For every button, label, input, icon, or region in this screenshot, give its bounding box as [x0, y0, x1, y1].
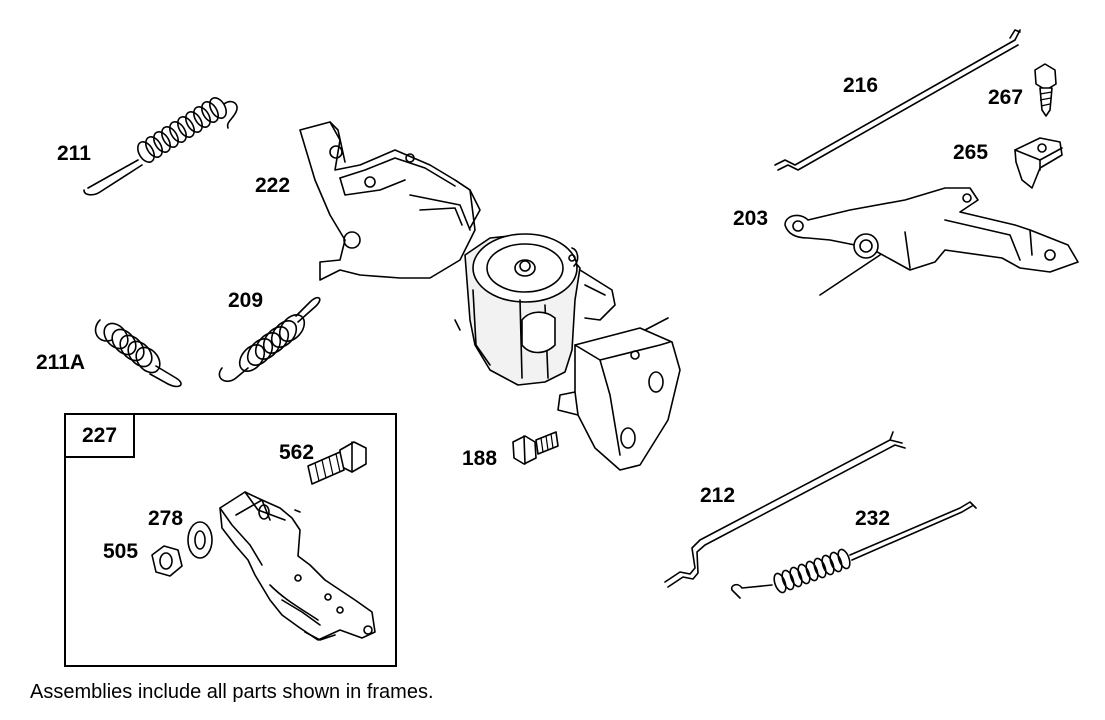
- label-232: 232: [855, 507, 891, 530]
- part-222-bracket: [299, 121, 481, 281]
- part-212-rod: [664, 431, 906, 588]
- part-lower-bracket: [557, 317, 681, 471]
- label-562: 562: [279, 441, 315, 464]
- part-505-nut: [151, 545, 183, 577]
- part-278-washer: [187, 521, 213, 559]
- assembly-frame-227: [64, 413, 397, 667]
- label-209: 209: [228, 289, 264, 312]
- part-562-bolt: [307, 441, 367, 485]
- part-209-spring: [218, 296, 321, 383]
- part-211a-spring: [94, 319, 182, 388]
- part-265-clip: [1014, 137, 1063, 189]
- label-222: 222: [255, 174, 291, 197]
- label-227: 227: [64, 413, 135, 458]
- part-governor-housing: [454, 233, 616, 386]
- label-216: 216: [843, 74, 879, 97]
- part-267-screw: [1034, 63, 1057, 117]
- part-232-spring: [730, 501, 977, 599]
- label-203: 203: [733, 207, 769, 230]
- label-212: 212: [700, 484, 736, 507]
- part-216-rod: [774, 29, 1021, 171]
- label-267: 267: [988, 86, 1024, 109]
- label-211a: 211A: [36, 351, 86, 374]
- label-211: 211: [57, 142, 91, 165]
- label-278: 278: [148, 507, 184, 530]
- part-227-lever: [219, 491, 376, 641]
- part-203-lever: [784, 187, 1079, 296]
- part-188-bolt: [512, 431, 559, 465]
- label-505: 505: [103, 540, 139, 563]
- caption: Assemblies include all parts shown in fr…: [30, 681, 434, 703]
- label-188: 188: [462, 447, 498, 470]
- label-265: 265: [953, 141, 989, 164]
- part-211-spring: [83, 97, 238, 196]
